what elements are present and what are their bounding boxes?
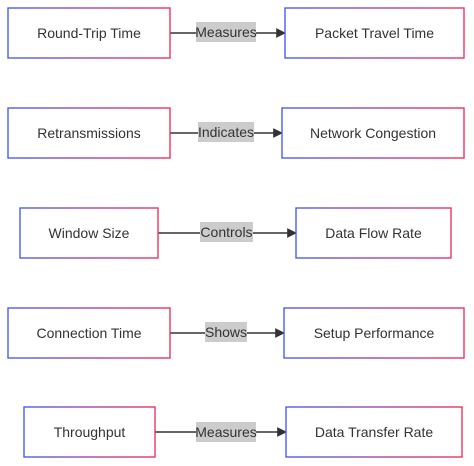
- source-node-box: [7, 307, 171, 359]
- target-node-box: [295, 207, 452, 259]
- target-node-box: [284, 7, 465, 59]
- edge-label: Measures: [195, 424, 256, 440]
- source-node-box: [23, 406, 156, 458]
- edge-label: Shows: [205, 324, 247, 340]
- flow-row: Measures Throughput Data Transfer Rate: [23, 406, 463, 458]
- target-node-label: Setup Performance: [314, 325, 435, 341]
- flow-row: Controls Window Size Data Flow Rate: [19, 207, 452, 259]
- source-node-box: [7, 107, 171, 159]
- edge-label-background: [198, 122, 254, 142]
- target-node-label: Data Transfer Rate: [315, 424, 433, 440]
- edge-label: Indicates: [198, 124, 254, 140]
- target-node-box: [281, 107, 465, 159]
- source-node-label: Retransmissions: [37, 125, 140, 141]
- source-node-label: Connection Time: [36, 325, 141, 341]
- flow-row: Measures Round-Trip Time Packet Travel Tim…: [7, 7, 465, 59]
- source-node-label: Throughput: [54, 424, 126, 440]
- source-node-box: [19, 207, 159, 259]
- target-node-box: [285, 406, 463, 458]
- source-node-label: Window Size: [49, 225, 130, 241]
- source-node-label: Round-Trip Time: [37, 25, 141, 41]
- flow-row: Indicates Retransmissions Network Congesti…: [7, 107, 465, 159]
- source-node-box: [7, 7, 171, 59]
- target-node-label: Data Flow Rate: [325, 225, 422, 241]
- target-node-box: [283, 307, 465, 359]
- edge-label-background: [205, 322, 247, 342]
- flow-row: Shows Connection Time Setup Performance: [7, 307, 465, 359]
- edge-label: Measures: [195, 24, 256, 40]
- edge-label: Controls: [200, 224, 252, 240]
- edge-label-background: [196, 22, 256, 42]
- edge-label-background: [200, 222, 253, 242]
- edge-label-background: [196, 422, 256, 442]
- target-node-label: Packet Travel Time: [315, 25, 434, 41]
- target-node-label: Network Congestion: [310, 125, 436, 141]
